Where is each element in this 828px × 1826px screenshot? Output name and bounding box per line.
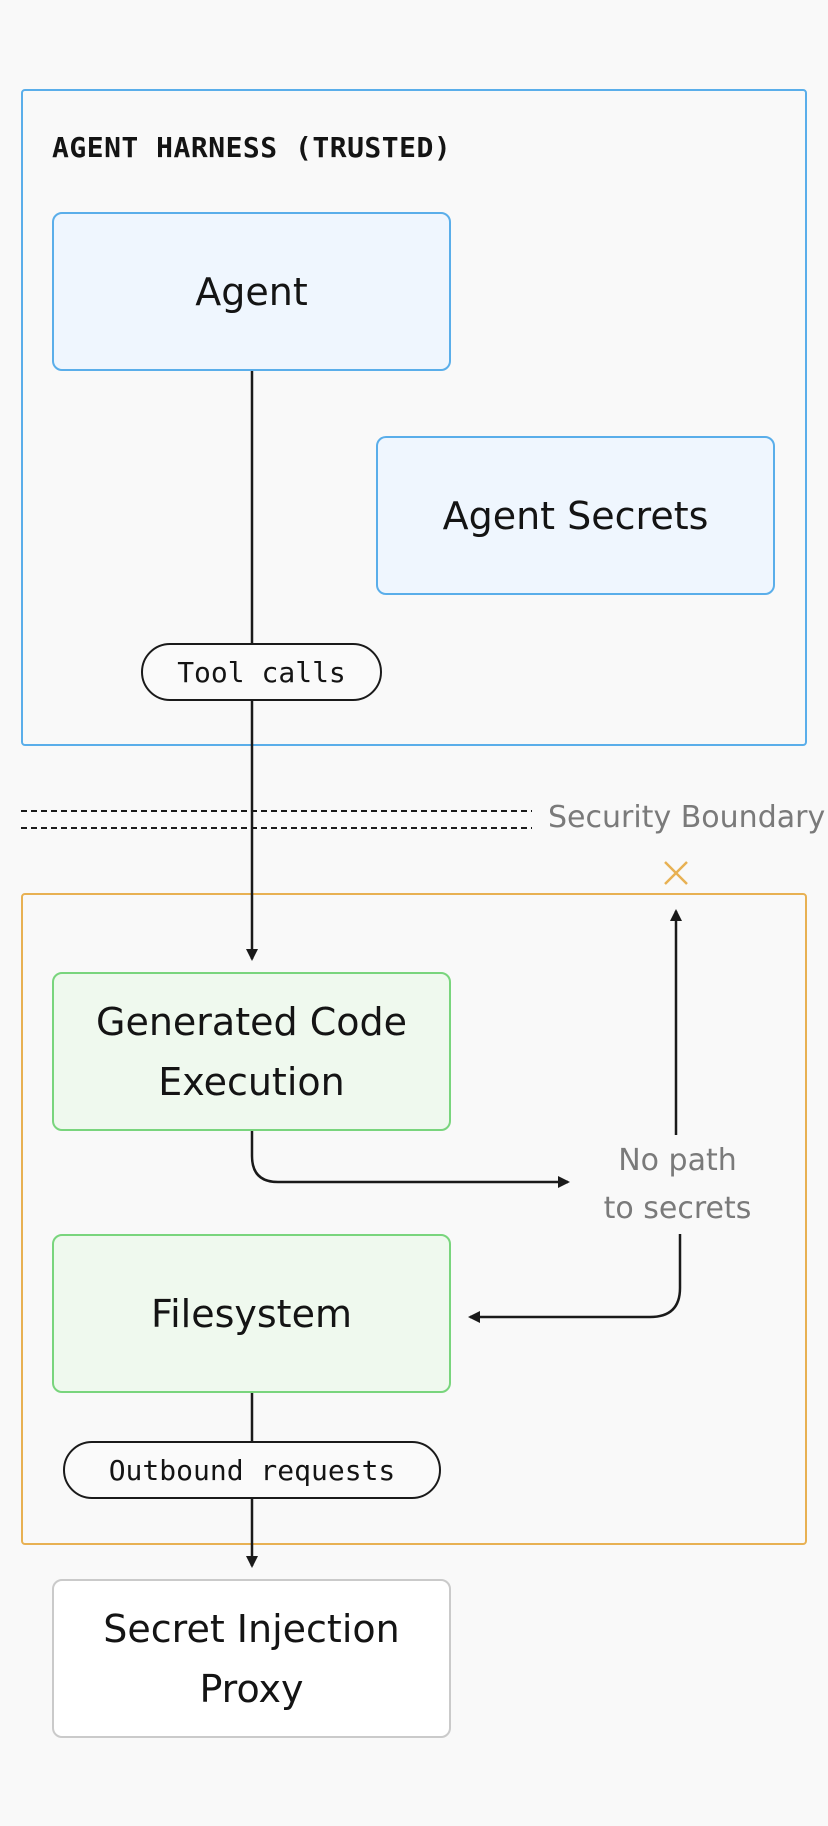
secret-injection-proxy-node: Secret Injection Proxy <box>52 1579 451 1738</box>
filesystem-node: Filesystem <box>52 1234 451 1393</box>
agent-label: Agent <box>195 269 308 314</box>
agent-node: Agent <box>52 212 451 371</box>
security-boundary-label: Security Boundary <box>548 800 826 835</box>
no-path-line1: No path <box>618 1143 737 1178</box>
filesystem-label: Filesystem <box>151 1291 352 1336</box>
outbound-requests-label: Outbound requests <box>108 1453 396 1487</box>
no-path-label: No path to secrets <box>590 1137 765 1233</box>
x-mark-icon <box>664 861 688 885</box>
proxy-label-line2: Proxy <box>199 1666 304 1711</box>
proxy-label-line1: Secret Injection <box>103 1606 400 1651</box>
no-path-line2: to secrets <box>603 1191 752 1226</box>
sandbox-container <box>21 893 807 1545</box>
agent-harness-title: AGENT HARNESS (TRUSTED) <box>52 131 452 164</box>
agent-secrets-node: Agent Secrets <box>376 436 775 595</box>
generated-code-label-line2: Execution <box>158 1059 345 1104</box>
edge-nopath-to-filesystem <box>468 1234 682 1323</box>
outbound-requests-pill: Outbound requests <box>63 1441 441 1499</box>
edge-code-to-nopath <box>250 1131 570 1188</box>
agent-harness-container <box>21 89 807 746</box>
generated-code-execution-node: Generated Code Execution <box>52 972 451 1131</box>
tool-calls-pill: Tool calls <box>141 643 382 701</box>
agent-secrets-label: Agent Secrets <box>442 493 709 538</box>
generated-code-label-line1: Generated Code <box>96 999 407 1044</box>
tool-calls-label: Tool calls <box>177 655 346 689</box>
